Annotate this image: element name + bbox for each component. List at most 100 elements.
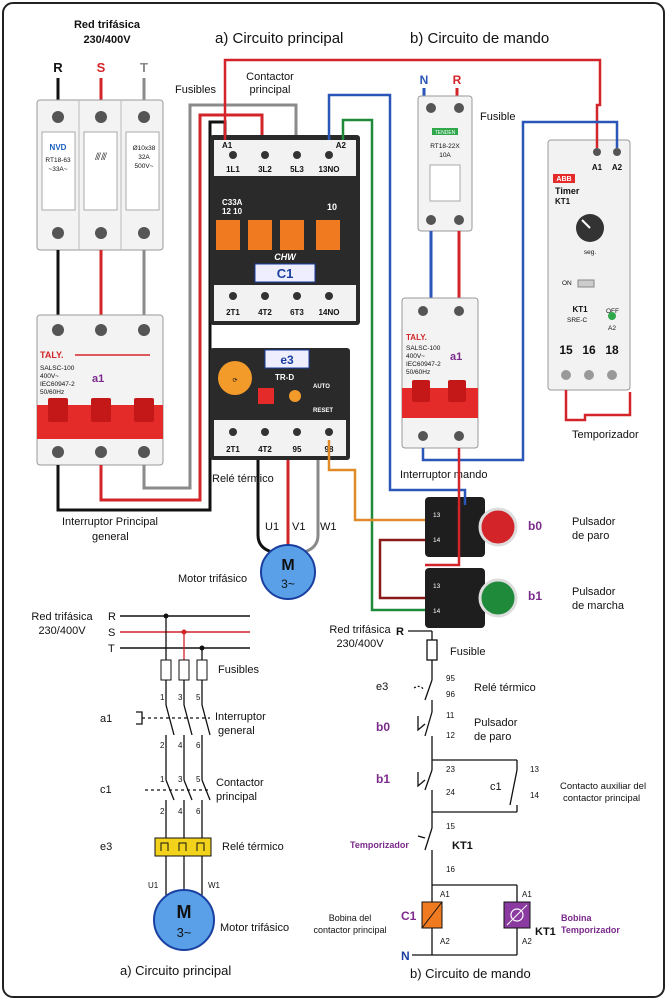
sch-b-r: R bbox=[396, 626, 404, 638]
pulsador-marcha-2: de marcha bbox=[572, 600, 625, 612]
push-button-b0: 13 14 bbox=[425, 497, 518, 557]
contactor-term-4t2: 4T2 bbox=[258, 308, 272, 317]
sch-b-b1: b1 bbox=[376, 772, 390, 786]
sch-a-thermal-relay bbox=[154, 837, 212, 857]
ctrl-n-label: N bbox=[420, 73, 429, 87]
sch-b-bobina-t1: Bobina bbox=[561, 913, 592, 923]
fuse-amps: 32A bbox=[138, 154, 150, 161]
sch-b-title: b) Circuito de mando bbox=[410, 966, 531, 981]
interruptor-principal-1: Interruptor Principal bbox=[62, 516, 158, 528]
sch-b-n: N bbox=[401, 949, 410, 963]
sch-b-b0: b0 bbox=[376, 720, 390, 734]
timer-model: SRE-C bbox=[567, 317, 588, 324]
sch-a-c-n3: 3 bbox=[178, 775, 183, 784]
sch-a-n5: 5 bbox=[196, 693, 201, 702]
sch-a-c-n5: 5 bbox=[196, 775, 201, 784]
motor-u1: U1 bbox=[265, 521, 279, 533]
contactor-term-5l3: 5L3 bbox=[290, 165, 304, 174]
sch-a-n3: 3 bbox=[178, 693, 183, 702]
ctrl-fuse-model: RT18-22X bbox=[430, 143, 460, 150]
sch-a-c-n2: 2 bbox=[160, 807, 165, 816]
relay-auto: AUTO bbox=[313, 384, 330, 390]
timer-kt1-big: KT1 bbox=[572, 305, 588, 314]
sch-b-23: 23 bbox=[446, 765, 455, 774]
timer-kt1-small: KT1 bbox=[555, 197, 571, 206]
contactor-term-2t1: 2T1 bbox=[226, 308, 240, 317]
sch-a-interruptor-2: general bbox=[218, 725, 255, 737]
contactor-label-2: principal bbox=[250, 84, 291, 96]
sch-b-13: 13 bbox=[530, 765, 539, 774]
sch-a-r: R bbox=[108, 611, 116, 623]
relay-reset: RESET bbox=[313, 408, 333, 414]
temporizador-label: Temporizador bbox=[572, 429, 639, 441]
sch-b-e3: e3 bbox=[376, 681, 388, 693]
pulsador-paro-2: de paro bbox=[572, 530, 609, 542]
sch-a-motor-m: M bbox=[177, 902, 192, 922]
relay-term-95: 95 bbox=[293, 445, 302, 454]
control-fuse: TENDEN RT18-22X 10A bbox=[417, 88, 473, 232]
timer-kt1: A1 A2 ABB Timer KT1 seg. ON KT1 OFF SRE-… bbox=[547, 139, 631, 391]
sch-a-busbars bbox=[120, 613, 250, 651]
sch-a-e3: e3 bbox=[100, 841, 112, 853]
sch-b-24: 24 bbox=[446, 788, 455, 797]
sch-b-volt: 230/400V bbox=[336, 638, 384, 650]
contactor-aux: 10 bbox=[327, 202, 337, 212]
sch-b-main-line bbox=[408, 630, 518, 956]
title-circuito-principal: a) Circuito principal bbox=[215, 30, 343, 47]
motor-w1: W1 bbox=[320, 521, 337, 533]
pulsador-marcha-1: Pulsador bbox=[572, 586, 616, 598]
motor-m: M bbox=[281, 557, 294, 574]
sch-b-96: 96 bbox=[446, 690, 455, 699]
fuse-size: Ø10x38 bbox=[133, 145, 156, 152]
contactor-term-14no: 14NO bbox=[319, 308, 340, 317]
sch-b-temporizador: Temporizador bbox=[350, 840, 409, 850]
timer-16: 16 bbox=[582, 343, 596, 357]
sch-b-a1-kt1: A1 bbox=[522, 890, 532, 899]
sch-b-bobina-2: contactor principal bbox=[313, 925, 386, 935]
contactor-model: C33A bbox=[222, 198, 243, 207]
b1-label: b1 bbox=[528, 589, 542, 603]
contactor-brand: CHW bbox=[274, 252, 297, 262]
sch-b-kt1-contact bbox=[417, 827, 433, 851]
breaker-id: a1 bbox=[92, 373, 104, 385]
sch-b-bobina-t2: Temporizador bbox=[561, 925, 620, 935]
contactor-model-2: 12 10 bbox=[222, 207, 243, 216]
contactor-term-a1: A1 bbox=[222, 141, 233, 150]
sch-a-n2: 2 bbox=[160, 741, 165, 750]
sch-a-contactor-2: principal bbox=[216, 791, 257, 803]
interruptor-mando-label: Interruptor mando bbox=[400, 469, 487, 481]
ctrl-breaker-iec: IEC60947-2 bbox=[406, 361, 441, 368]
sch-a-c-n6: 6 bbox=[196, 807, 201, 816]
sch-b-rele: Relé térmico bbox=[474, 682, 536, 694]
timer-brand: ABB bbox=[556, 176, 571, 183]
sch-a-interruptor-1: Interruptor bbox=[215, 711, 266, 723]
sch-b-kt1: KT1 bbox=[452, 840, 473, 852]
interruptor-principal-2: general bbox=[92, 531, 129, 543]
sch-b-c1-aux-label: c1 bbox=[490, 781, 502, 793]
sch-a-s: S bbox=[108, 627, 115, 639]
relay-term-2t1: 2T1 bbox=[226, 445, 240, 454]
sch-b-pulsador-2: de paro bbox=[474, 731, 511, 743]
phase-r-label: R bbox=[53, 60, 63, 75]
motor-v1: V1 bbox=[292, 521, 305, 533]
sch-b-c1-aux bbox=[509, 769, 518, 806]
ctrl-breaker-hz: 50/60Hz bbox=[406, 369, 430, 376]
fuse-block: NVD RT18-63 ~33A~ ⫻⫻ Ø10x38 32A 500V~ bbox=[36, 99, 164, 251]
sch-b-a2-kt1: A2 bbox=[522, 937, 532, 946]
b0-13: 13 bbox=[433, 512, 441, 519]
sch-b-aux-1: Contacto auxiliar del bbox=[560, 781, 646, 792]
timer-on: ON bbox=[562, 280, 572, 287]
sch-b-c1-coil-label: C1 bbox=[401, 909, 417, 923]
sch-a-motor-label: Motor trifásico bbox=[220, 922, 289, 934]
sch-b-coil-kt1 bbox=[503, 901, 531, 929]
control-wiring bbox=[223, 58, 632, 612]
sch-a-fuses bbox=[160, 659, 208, 681]
motor-top: M 3~ bbox=[260, 544, 316, 600]
sch-a-w1: W1 bbox=[208, 881, 221, 890]
sch-a-fusibles: Fusibles bbox=[218, 664, 259, 676]
sch-a-volt: 230/400V bbox=[38, 625, 86, 637]
sch-b-b1-contact bbox=[417, 769, 433, 791]
timer-seg: seg. bbox=[584, 249, 596, 256]
contactor-id: C1 bbox=[277, 266, 294, 281]
